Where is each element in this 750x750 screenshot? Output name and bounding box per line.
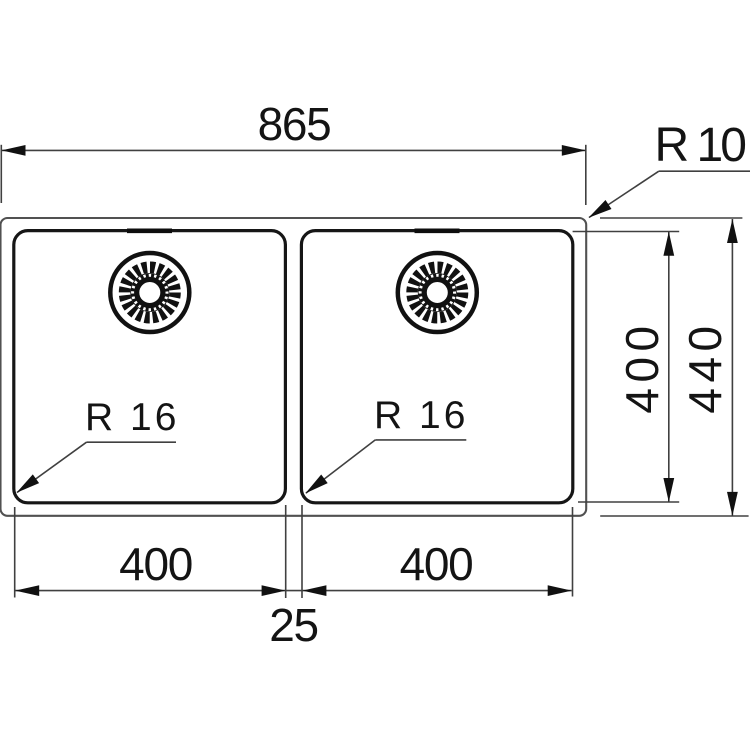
svg-text:R 16: R 16	[85, 396, 179, 439]
svg-text:400: 400	[400, 538, 473, 590]
svg-text:400: 400	[616, 320, 668, 413]
svg-text:440: 440	[679, 320, 731, 413]
svg-text:25: 25	[269, 599, 318, 651]
svg-text:R 10: R 10	[655, 119, 746, 172]
svg-text:865: 865	[258, 98, 331, 150]
svg-text:400: 400	[119, 538, 192, 590]
svg-text:R 16: R 16	[374, 394, 468, 437]
